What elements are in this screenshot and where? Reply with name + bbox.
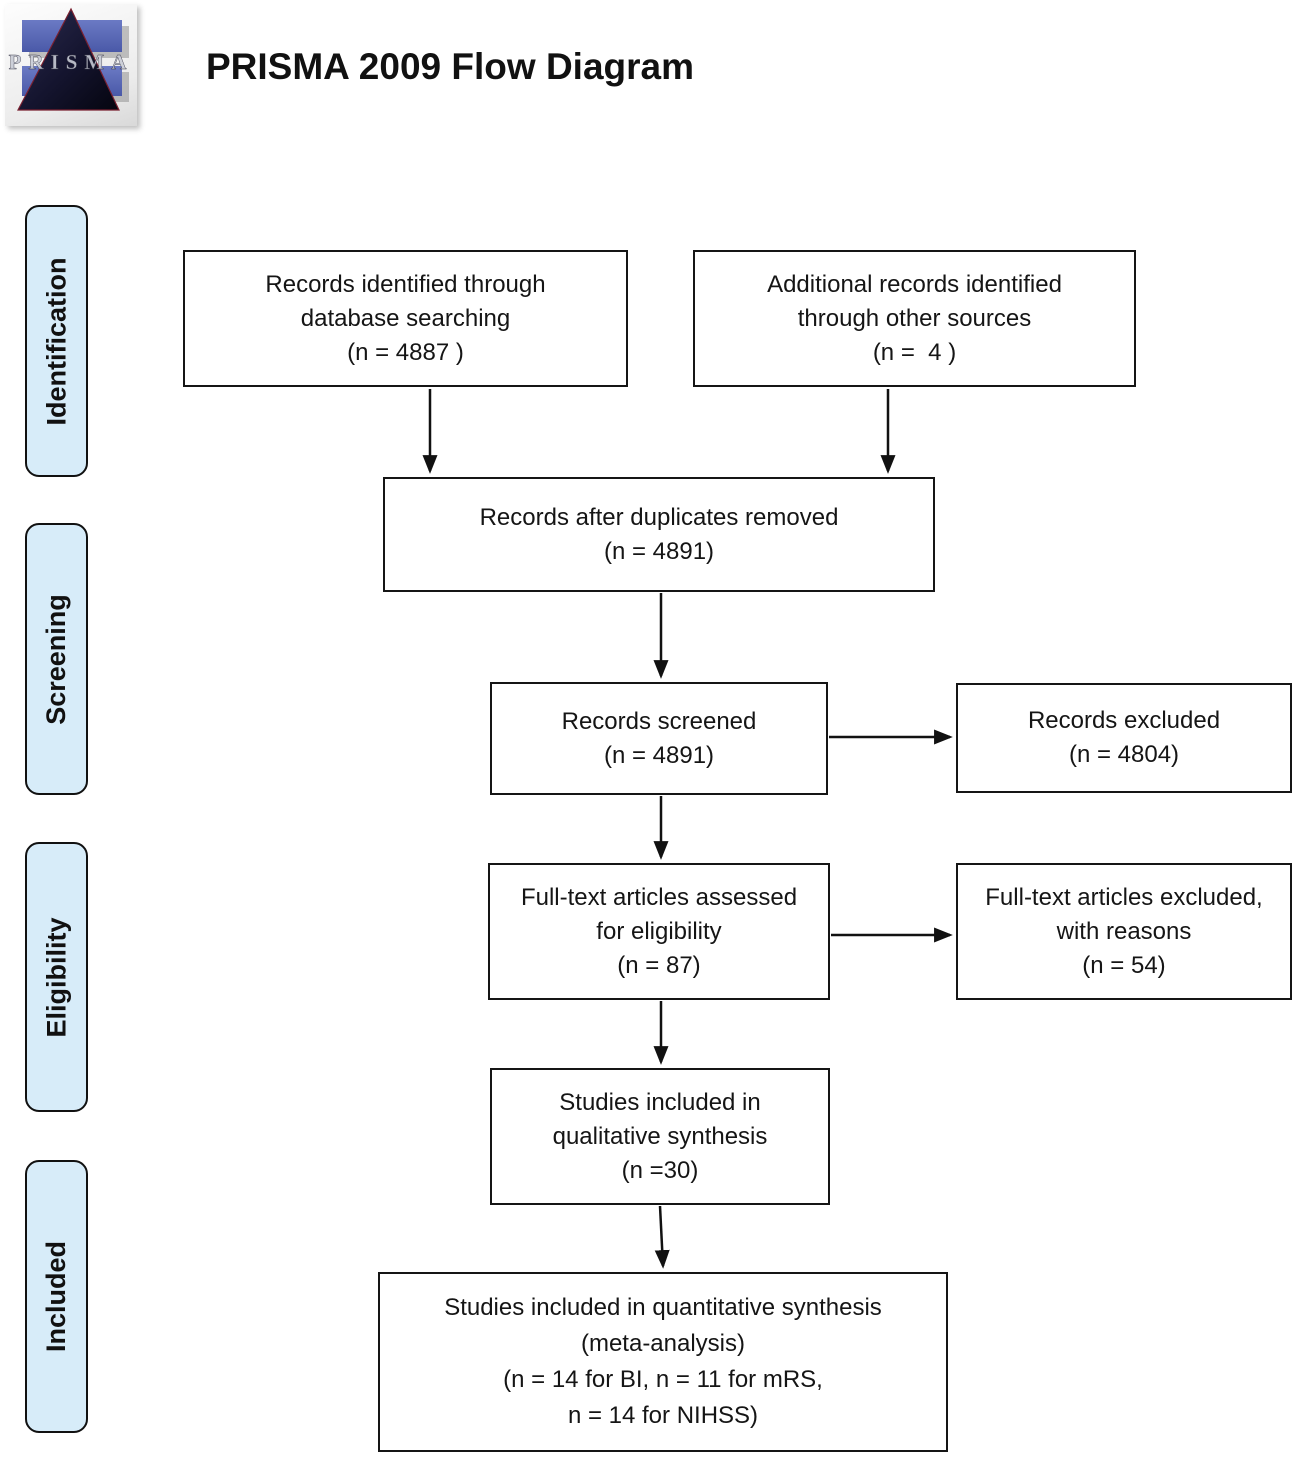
stage-label-included: Included	[25, 1160, 88, 1433]
logo-wordmark: PRISMA	[9, 50, 134, 74]
stage-label-text: Eligibility	[41, 916, 72, 1038]
flow-box-fulltext-excluded: Full-text articles excluded, with reason…	[956, 863, 1292, 1000]
stage-label-text: Identification	[41, 257, 71, 425]
stage-label-eligibility: Eligibility	[25, 842, 88, 1112]
stage-label-identification: Identification	[25, 205, 88, 477]
flow-box-records-screened: Records screened (n = 4891)	[490, 682, 828, 795]
flow-box-qualitative-synthesis: Studies included in qualitative synthesi…	[490, 1068, 830, 1205]
flow-box-additional-records: Additional records identified through ot…	[693, 250, 1136, 387]
stage-label-text: Included	[41, 1240, 72, 1353]
prisma-logo: PRISMA	[5, 4, 137, 126]
logo-triangle	[17, 7, 120, 111]
flow-box-duplicates-removed: Records after duplicates removed (n = 48…	[383, 477, 935, 592]
flow-box-quantitative-synthesis: Studies included in quantitative synthes…	[378, 1272, 948, 1452]
flow-box-records-identified: Records identified through database sear…	[183, 250, 628, 387]
stage-label-screening: Screening	[25, 523, 88, 795]
flow-box-fulltext-assessed: Full-text articles assessed for eligibil…	[488, 863, 830, 1000]
arrow-qualitative-to-quantitative	[654, 1205, 670, 1269]
flow-box-records-excluded: Records excluded (n = 4804)	[956, 683, 1292, 793]
stage-label-text: Screening	[41, 593, 72, 725]
page-title: PRISMA 2009 Flow Diagram	[206, 46, 694, 87]
prisma-logo-graphic: PRISMA	[8, 7, 134, 111]
